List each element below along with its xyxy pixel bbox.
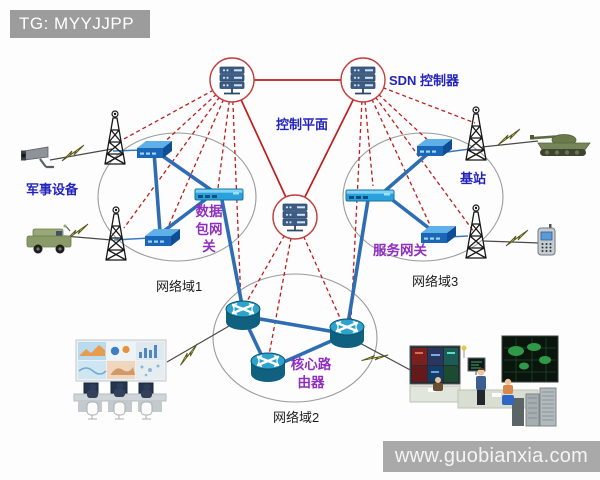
mobile-phone-icon xyxy=(537,224,556,256)
lightning-bolt-icon xyxy=(497,128,521,146)
switch-icon xyxy=(137,141,172,158)
data-links xyxy=(152,148,434,371)
core-router-icon xyxy=(224,299,262,332)
label-military-equipment: 军事设备 xyxy=(26,182,79,197)
core-router-icon xyxy=(328,317,366,350)
label-packet-gateway: 数据包网关 xyxy=(195,204,223,255)
domain2-boundary xyxy=(212,273,378,403)
domain3-boundary xyxy=(342,132,504,262)
label-domain3: 网络域3 xyxy=(412,274,459,289)
command-center-illustration xyxy=(409,335,559,427)
label-service-gateway: 服务网关 xyxy=(373,243,427,258)
core-router-icon xyxy=(249,351,287,384)
switch-icon xyxy=(417,139,452,156)
tank-icon xyxy=(529,134,591,156)
label-base-station: 基站 xyxy=(460,171,487,186)
control-room-illustration xyxy=(73,339,167,420)
watermark: www.guobianxia.com xyxy=(383,441,600,472)
lightning-bolt-icon xyxy=(505,229,529,247)
lightning-bolt-icon xyxy=(361,345,389,371)
page-tag-badge: TG: MYYJJPP xyxy=(10,10,150,38)
label-domain2: 网络域2 xyxy=(273,410,320,425)
sdn-controller-icon xyxy=(209,57,255,103)
label-core-router: 核心路由器 xyxy=(290,357,332,390)
military-vehicle-icon xyxy=(26,224,72,254)
switch-icon xyxy=(145,229,180,246)
radio-tower-icon xyxy=(105,206,127,261)
sdn-controller-icon xyxy=(340,57,386,103)
sdn-controller-icon xyxy=(272,194,318,240)
lightning-bolt-icon xyxy=(61,144,85,162)
surveillance-camera-icon xyxy=(21,146,54,169)
radio-tower-icon xyxy=(465,106,487,161)
packet-gateway-device xyxy=(194,188,244,201)
label-control-plane: 控制平面 xyxy=(276,117,329,132)
label-domain1: 网络域1 xyxy=(156,279,203,294)
radio-tower-icon xyxy=(104,110,126,165)
label-sdn-controller: SDN 控制器 xyxy=(389,73,460,88)
service-gateway-device xyxy=(345,189,395,202)
domain1-boundary xyxy=(97,132,257,262)
